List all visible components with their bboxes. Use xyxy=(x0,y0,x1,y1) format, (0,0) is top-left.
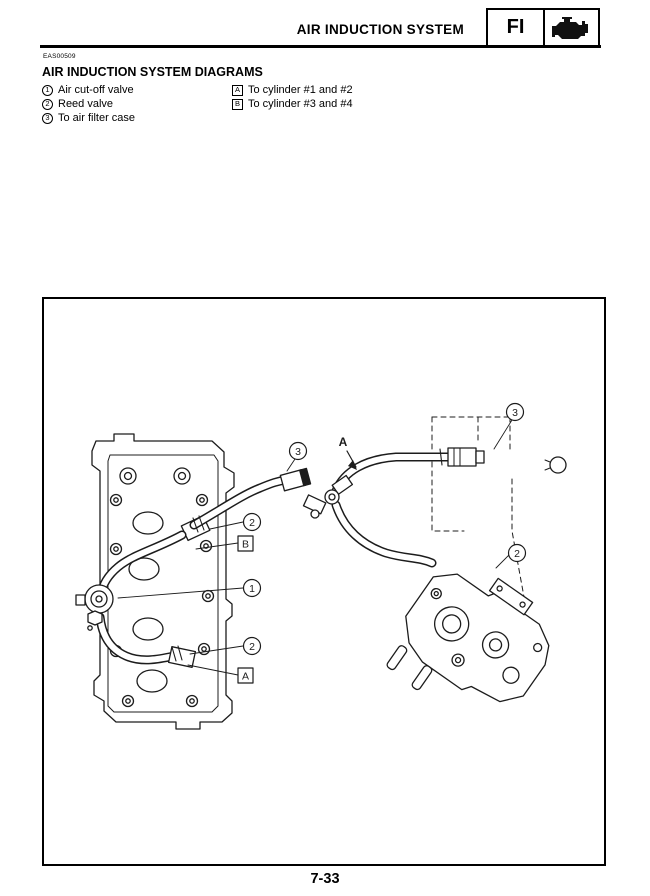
callout-A-box: A xyxy=(242,671,249,683)
legend: 1 Air cut-off valve 2 Reed valve 3 To ai… xyxy=(42,83,562,125)
t-fitting-drawing xyxy=(302,474,354,519)
fi-tab: FI xyxy=(486,8,600,47)
callout-marker-A: A xyxy=(232,84,243,96)
legend-col-left: 1 Air cut-off valve 2 Reed valve 3 To ai… xyxy=(42,83,562,125)
callout-marker-3: 3 xyxy=(42,112,53,124)
view-arrow xyxy=(346,450,357,470)
cylinder-head-cover-drawing xyxy=(91,433,235,730)
construction-lines xyxy=(431,416,525,598)
air-cutoff-valve-drawing xyxy=(75,584,114,631)
engine-icon xyxy=(545,10,598,45)
legend-label: To air filter case xyxy=(58,112,136,124)
reed-valve-fitting-lower xyxy=(167,645,197,668)
callout-3-left: 3 xyxy=(295,446,301,458)
legend-label: Air cut-off valve xyxy=(58,84,134,96)
hose-clip-drawing xyxy=(544,456,567,474)
hose-connector-right xyxy=(447,447,485,467)
callout-marker-2: 2 xyxy=(42,98,53,110)
callout-1: 1 xyxy=(249,583,255,595)
view-arrow-label: A xyxy=(339,435,348,449)
legend-label: Reed valve xyxy=(58,98,114,110)
section-code: EAS00509 xyxy=(43,53,76,60)
callout-markers xyxy=(237,402,527,684)
legend-item: 2 Reed valve xyxy=(42,97,562,111)
legend-col-right: A To cylinder #1 and #2 B To cylinder #3… xyxy=(232,83,353,111)
fi-label: FI xyxy=(488,10,545,45)
callout-3-right: 3 xyxy=(512,407,518,419)
figure-frame: 3 2 B 1 2 A A 3 2 xyxy=(42,297,606,866)
callout-2-lower-left: 2 xyxy=(249,641,255,653)
page-number: 7-33 xyxy=(310,871,340,887)
section-heading: AIR INDUCTION SYSTEM DIAGRAMS xyxy=(42,65,263,79)
legend-label: To cylinder #1 and #2 xyxy=(248,84,353,96)
callout-marker-1: 1 xyxy=(42,84,53,96)
page-title: AIR INDUCTION SYSTEM xyxy=(296,22,464,37)
legend-label: To cylinder #3 and #4 xyxy=(248,98,353,110)
ais-hoses-left xyxy=(95,475,291,665)
hose-connector-left xyxy=(279,467,312,492)
legend-item: 1 Air cut-off valve xyxy=(42,83,562,97)
callout-B-box: B xyxy=(242,539,249,551)
legend-item: 3 To air filter case xyxy=(42,111,562,125)
callout-marker-B: B xyxy=(232,98,243,110)
callout-2-right: 2 xyxy=(514,548,520,560)
callout-leaders xyxy=(117,419,513,676)
header-divider xyxy=(40,45,601,48)
callout-2-upper-left: 2 xyxy=(249,517,255,529)
legend-item: B To cylinder #3 and #4 xyxy=(232,97,353,111)
cylinder-block-drawing xyxy=(386,573,550,703)
legend-item: A To cylinder #1 and #2 xyxy=(232,83,353,97)
air-induction-diagram: 3 2 B 1 2 A A 3 2 xyxy=(75,402,567,730)
